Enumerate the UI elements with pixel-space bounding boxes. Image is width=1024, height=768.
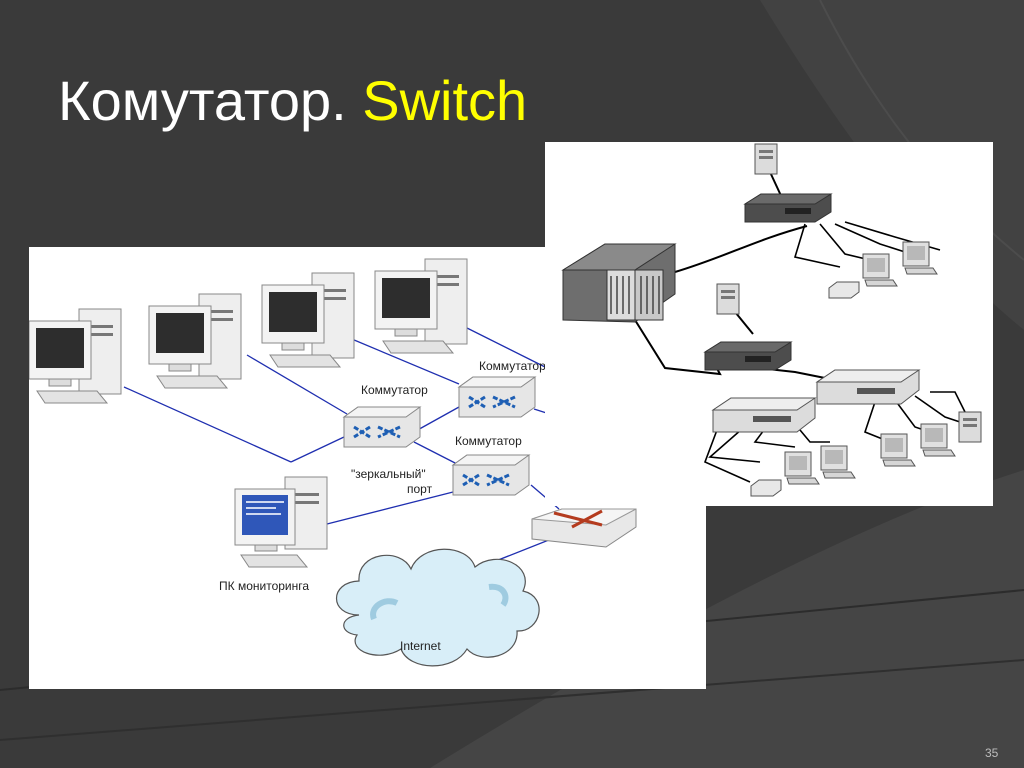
title-main: Комутатор. xyxy=(58,69,347,132)
server-icon xyxy=(958,411,982,443)
link-switch-switch xyxy=(413,406,460,433)
link-pc4-switch xyxy=(460,324,546,368)
computer-icon xyxy=(148,293,242,389)
network-hub-icon xyxy=(704,341,792,371)
switch-label-1: Коммутатор xyxy=(361,383,428,397)
network-switch-icon xyxy=(457,375,537,419)
cable-top-hub-2 xyxy=(819,223,871,261)
internet-cloud-icon xyxy=(335,548,540,667)
printer-icon xyxy=(828,281,860,299)
network-switch-icon xyxy=(342,405,422,449)
network-hub-icon xyxy=(744,193,832,223)
printer-icon xyxy=(750,479,782,497)
server-icon xyxy=(716,283,740,315)
server-icon xyxy=(754,143,778,175)
network-hub-icon xyxy=(712,397,816,433)
network-hub-icon xyxy=(816,369,920,405)
link-pc1-switch xyxy=(123,386,292,463)
slide-title: Комутатор. Switch xyxy=(58,68,527,133)
mirror-port-label-line1: "зеркальный" xyxy=(351,467,426,481)
core-switch-rack-icon xyxy=(561,243,677,323)
internet-label: Internet xyxy=(400,639,441,653)
title-accent: Switch xyxy=(362,69,528,132)
monitoring-pc-label: ПК мониторинга xyxy=(219,579,309,593)
cable-top-hub-3 xyxy=(834,223,906,253)
cable-bottom-right-3 xyxy=(914,395,961,423)
cable-bottom-left-printer xyxy=(703,421,751,483)
computer-icon xyxy=(374,258,468,354)
link-monitor-mirror xyxy=(326,490,458,525)
cable-bottom-right-4 xyxy=(930,391,966,413)
link-switch-mirror xyxy=(413,441,460,466)
workstation-icon xyxy=(902,241,938,275)
workstation-icon xyxy=(862,253,898,287)
mirror-port-label-line2: порт xyxy=(407,482,433,496)
switch-label-2: Коммутатор xyxy=(479,359,546,373)
workstation-icon xyxy=(784,451,820,485)
computer-icon xyxy=(261,272,355,368)
monitoring-pc-icon xyxy=(234,476,328,568)
link-pc2-switch xyxy=(246,354,348,415)
cable-top-hub-1 xyxy=(793,223,841,268)
computer-icon xyxy=(29,308,122,404)
switch-label-3: Коммутатор xyxy=(455,434,522,448)
cable-bottom-left-1 xyxy=(708,421,761,463)
link-pc3-switch xyxy=(346,336,460,385)
workstation-icon xyxy=(920,423,956,457)
network-switch-icon xyxy=(451,453,531,497)
workstation-icon xyxy=(880,433,916,467)
router-icon xyxy=(531,508,637,548)
page-number: 35 xyxy=(985,746,999,760)
link-switch-left xyxy=(290,436,345,463)
workstation-icon xyxy=(820,445,856,479)
cable-backbone-top xyxy=(674,225,808,273)
network-diagram-hierarchy xyxy=(545,142,993,506)
